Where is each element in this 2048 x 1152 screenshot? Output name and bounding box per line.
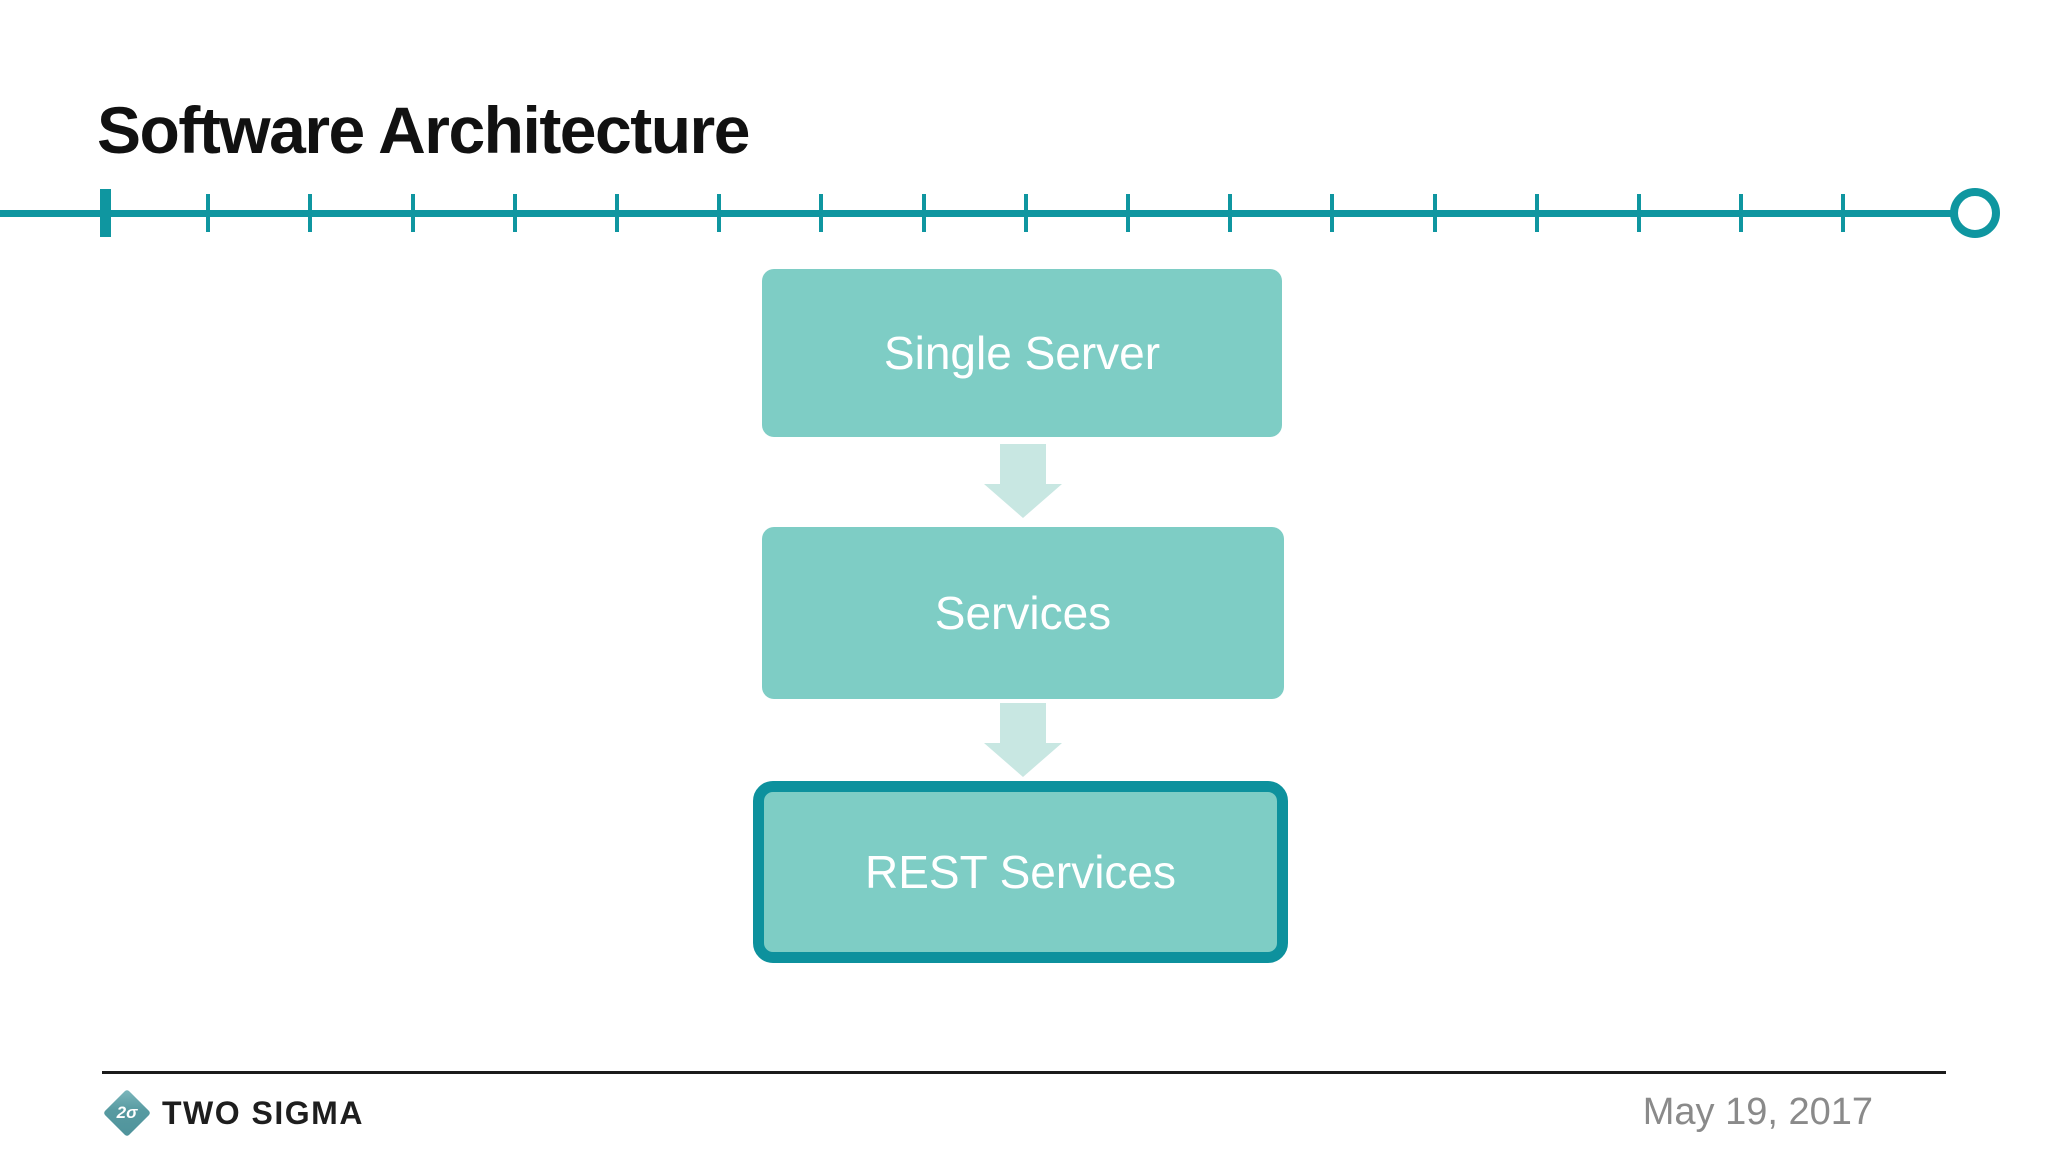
timeline-tick (1228, 194, 1233, 232)
two-sigma-logo-glyph: 2σ (116, 1103, 138, 1122)
timeline-tick (1023, 194, 1028, 232)
timeline-tick (1432, 194, 1437, 232)
timeline-tick (410, 194, 415, 232)
timeline-tick (1126, 194, 1130, 232)
brand-name: TWO SIGMA (162, 1095, 364, 1131)
node-label: Single Server (883, 327, 1161, 379)
timeline-tick (512, 194, 517, 232)
diagram-node-single-server: Single Server (762, 269, 1282, 437)
timeline-tick (1841, 194, 1846, 232)
timeline-rule (0, 210, 1952, 217)
node-label: REST Services (864, 846, 1177, 898)
timeline-tick (1330, 194, 1335, 232)
timeline-tick (1637, 194, 1641, 232)
timeline-tick-active (100, 189, 111, 237)
timeline-tick (206, 194, 211, 232)
slide-date: May 19, 2017 (1642, 1091, 1873, 1133)
diagram-node-rest-services-highlighted: REST Services (753, 781, 1288, 963)
page-title: Software Architecture (97, 93, 750, 167)
timeline-tick (717, 194, 722, 232)
timeline-tick (1534, 194, 1539, 232)
down-arrow-icon (984, 703, 1062, 777)
timeline-tick (308, 194, 313, 232)
footer-divider (102, 1071, 1946, 1074)
diagram-node-services: Services (762, 527, 1284, 699)
timeline-tick (819, 194, 824, 232)
timeline-tick (921, 194, 926, 232)
node-label: Services (934, 587, 1112, 639)
timeline-tick (615, 194, 619, 232)
down-arrow-icon (984, 444, 1062, 518)
timeline-end-circle-icon (1950, 188, 2000, 238)
timeline-tick (1739, 194, 1744, 232)
